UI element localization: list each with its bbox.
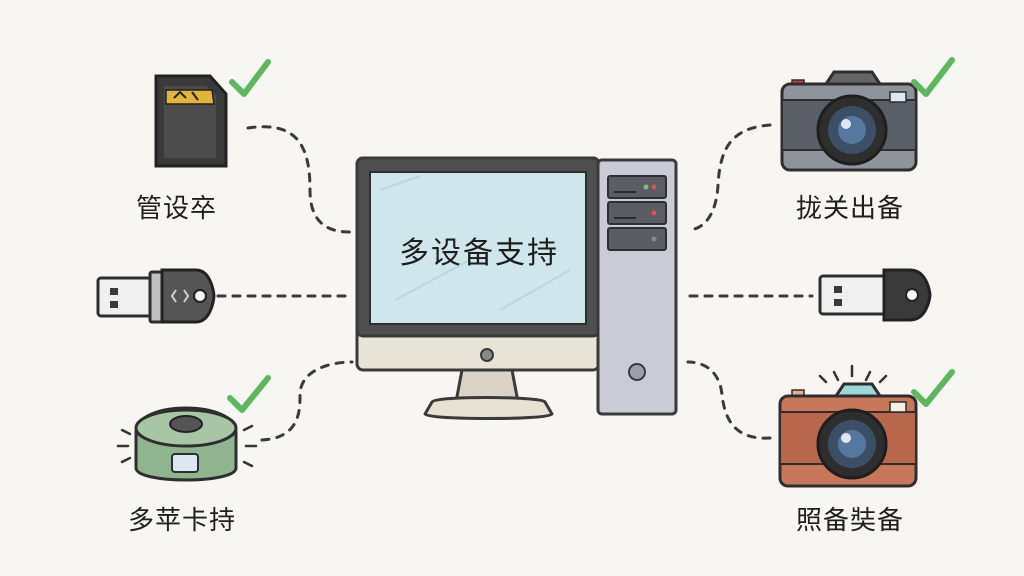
check-icon-sd-card <box>229 59 271 97</box>
connector-card-reader <box>260 360 354 442</box>
check-icon-camera-bottom <box>911 369 955 407</box>
monitor <box>355 156 601 420</box>
monitor-screen <box>369 171 587 325</box>
check-icon-camera-top <box>911 57 955 97</box>
label-sd-card: 管设卒 <box>136 194 218 224</box>
camera-icon-top <box>780 70 918 172</box>
connector-camera-bottom <box>686 360 772 440</box>
tower-power-button <box>628 363 646 381</box>
usb-drive-icon-left <box>96 268 216 324</box>
monitor-power-button <box>480 348 494 362</box>
label-card-reader: 多苹卡持 <box>128 506 237 536</box>
computer-icon <box>355 156 678 420</box>
camera-icon-bottom <box>778 364 918 488</box>
check-icon-card-reader <box>227 375 271 413</box>
connector-camera-top <box>686 123 772 232</box>
sd-card-icon <box>154 74 228 168</box>
tower <box>596 158 678 416</box>
card-reader-icon <box>116 406 258 482</box>
screen-title: 多设备支持 <box>399 236 559 271</box>
label-camera-bottom: 照备奘备 <box>796 506 905 536</box>
label-camera-top: 拢关出备 <box>796 194 905 224</box>
connectors <box>216 123 814 442</box>
usb-drive-icon-right <box>818 268 932 322</box>
monitor-base <box>423 396 554 420</box>
connector-sd-card <box>246 125 352 234</box>
